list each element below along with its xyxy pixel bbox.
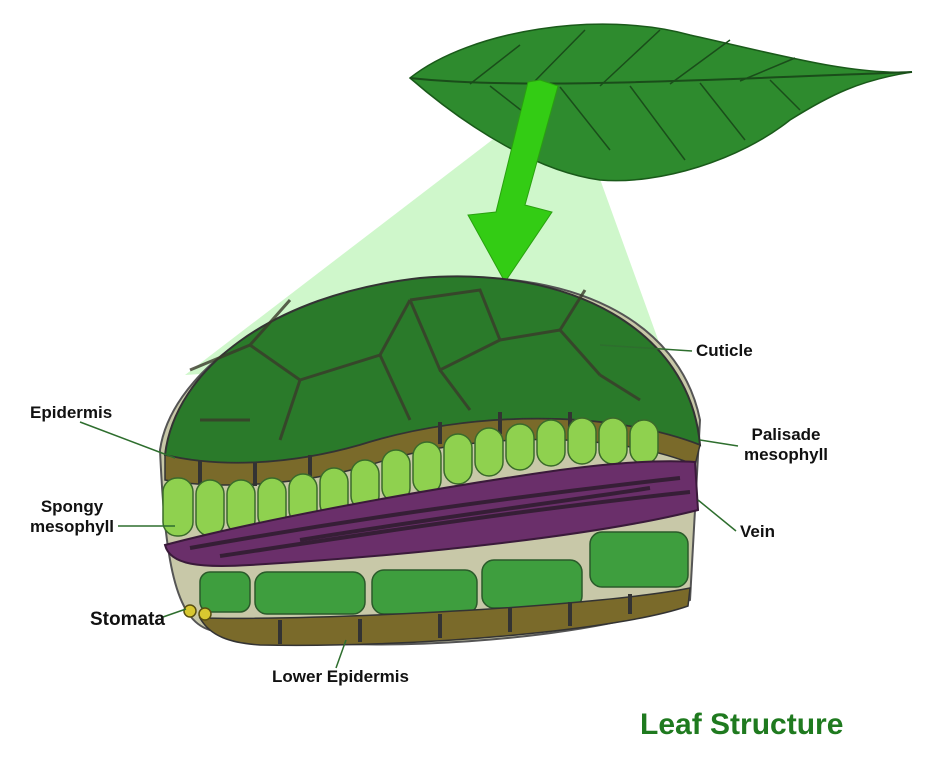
label-spongy-line2: mesophyll [29, 517, 115, 536]
label-lower-epidermis: Lower Epidermis [272, 667, 409, 686]
label-vein: Vein [740, 522, 775, 541]
stomata-cells [183, 604, 212, 621]
label-epidermis: Epidermis [30, 403, 113, 422]
vein-layer [163, 460, 700, 567]
diagram-title: Leaf Structure [640, 708, 844, 741]
leader-lines [79, 344, 739, 669]
label-stomata: Stomata [90, 609, 165, 630]
label-palisade-line1: Palisade [751, 425, 821, 444]
label-spongy-mesophyll: Spongy mesophyll [28, 497, 116, 537]
label-palisade-line2: mesophyll [743, 445, 829, 464]
label-spongy-line1: Spongy [40, 497, 104, 516]
label-cuticle: Cuticle [696, 341, 753, 360]
label-palisade-mesophyll: Palisade mesophyll [738, 425, 834, 465]
lower-epidermis [198, 587, 691, 647]
spongy-cells [199, 531, 689, 615]
leaf-cross-section [158, 275, 702, 647]
